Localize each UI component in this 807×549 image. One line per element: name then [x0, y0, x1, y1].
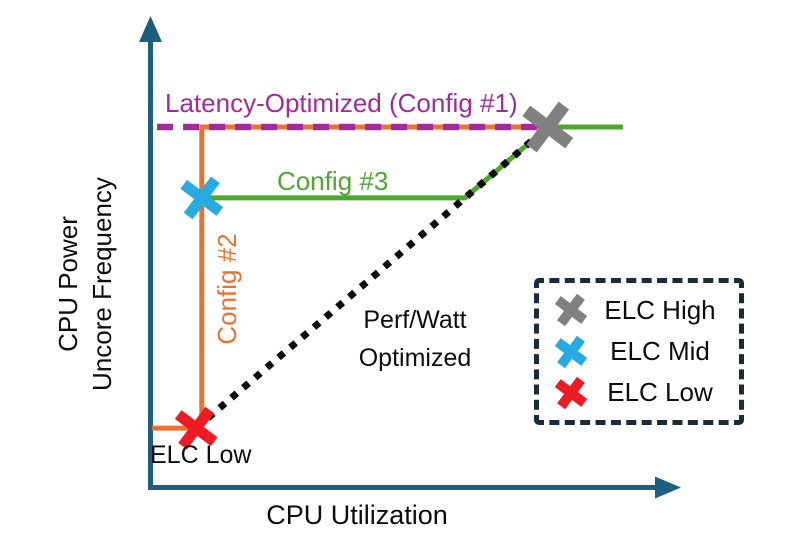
x-axis-arrow-icon — [655, 476, 681, 499]
label-latency-optimized-config1: Latency-Optimized (Config #1) — [165, 88, 518, 118]
legend-label-elc-high: ELC High — [604, 294, 716, 325]
marker-elc-mid-icon — [180, 176, 224, 220]
label-elc-low-point: ELC Low — [150, 441, 252, 469]
legend-label-elc-mid: ELC Mid — [610, 336, 710, 366]
legend-row-elc-high: ELC High — [553, 292, 731, 328]
x-axis-title: CPU Utilization — [266, 500, 448, 530]
label-config3: Config #3 — [277, 166, 389, 196]
y-axis-title: CPU Power Uncore Frequency — [51, 134, 119, 434]
label-perf-watt-line1: Perf/Watt — [363, 306, 467, 334]
y-axis-title-line1: CPU Power — [53, 216, 83, 352]
legend-row-elc-mid: ELC Mid — [553, 334, 731, 370]
marker-elc-high-icon — [522, 101, 574, 153]
elc-high-marker-icon — [553, 292, 589, 328]
elc-low-marker-icon — [553, 375, 589, 411]
legend-row-elc-low: ELC Low — [553, 375, 731, 411]
legend-label-elc-low: ELC Low — [607, 377, 713, 408]
label-perf-watt-line2: Optimized — [358, 344, 472, 372]
elc-mid-marker-icon — [553, 334, 589, 370]
marker-elc-low-icon — [174, 406, 218, 450]
y-axis-arrow-icon — [139, 16, 162, 42]
label-config2: Config #2 — [212, 233, 242, 345]
legend-box: ELC High ELC Mid ELC Low — [534, 278, 744, 425]
y-axis-title-line2: Uncore Frequency — [87, 177, 117, 391]
label-perf-watt-optimized: Perf/Watt Optimized — [343, 301, 487, 377]
